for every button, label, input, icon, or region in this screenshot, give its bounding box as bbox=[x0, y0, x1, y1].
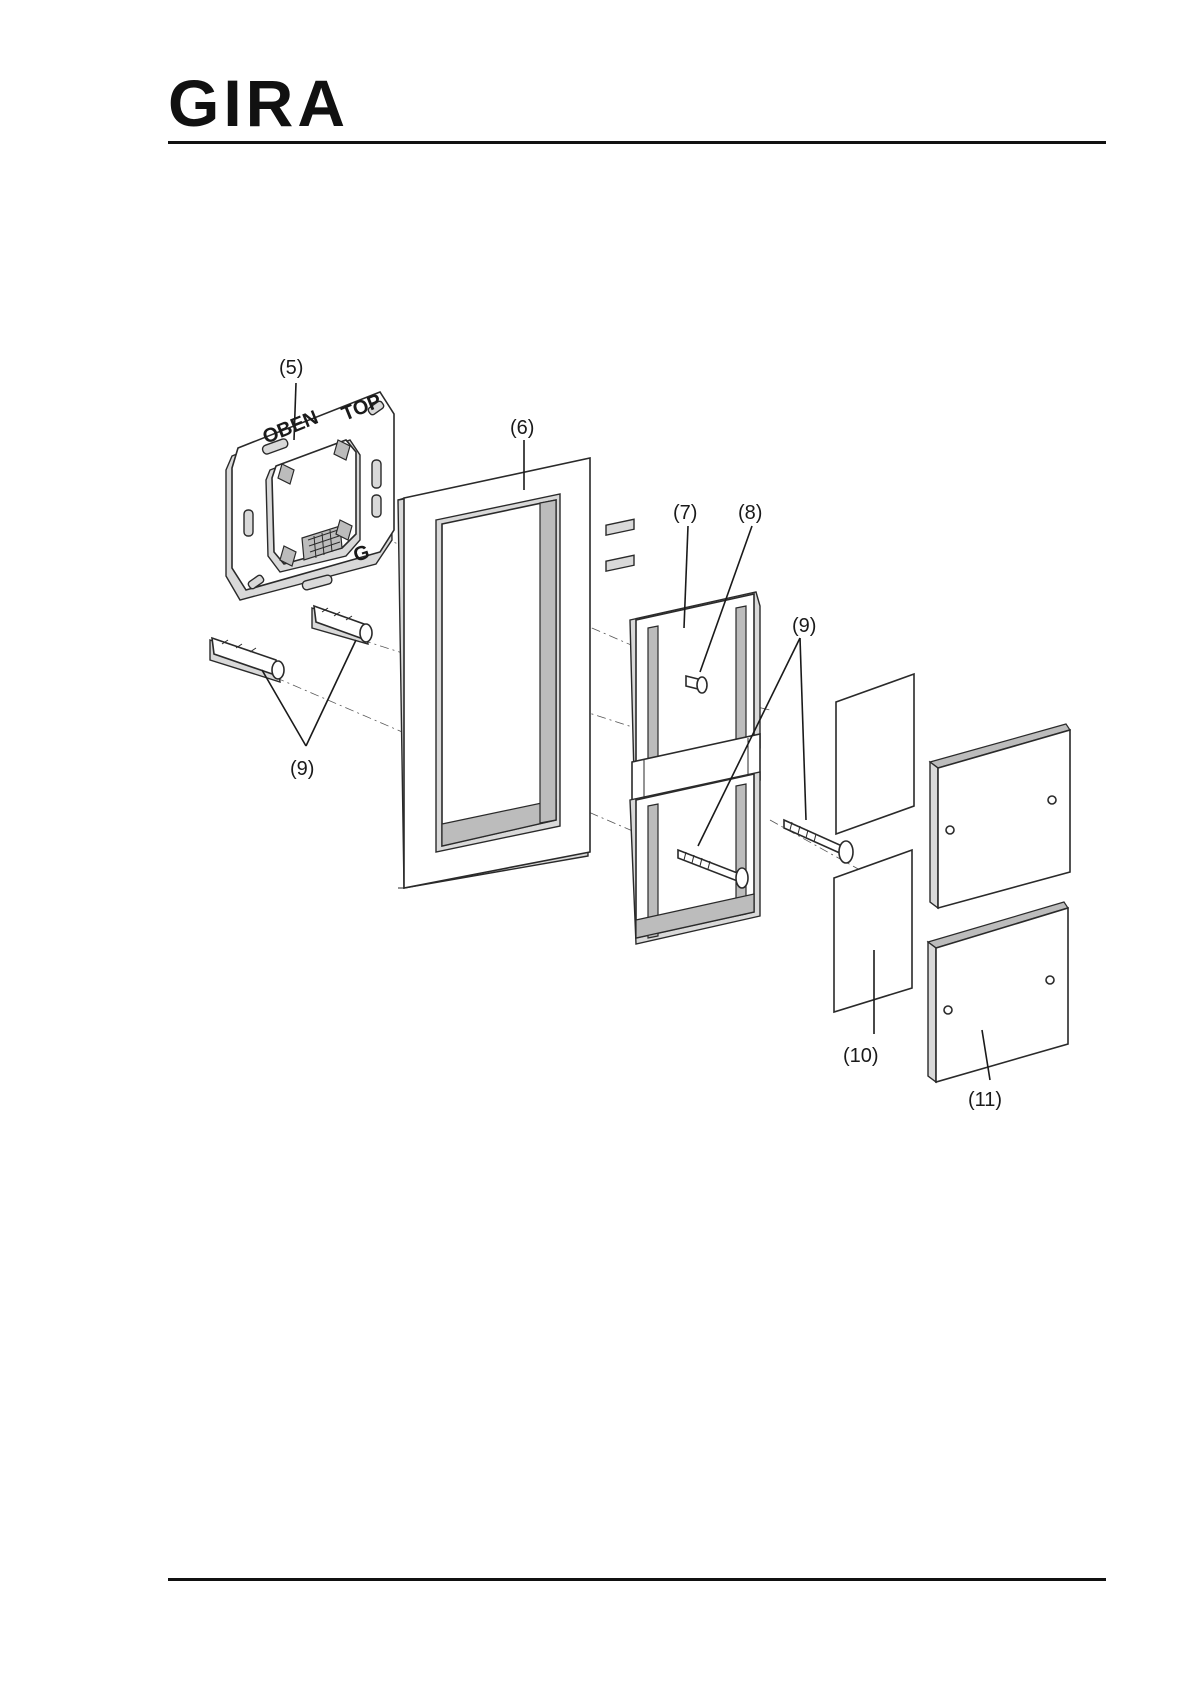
callout-9-right: (9) bbox=[792, 615, 816, 637]
callout-7: (7) bbox=[673, 502, 697, 524]
callout-9-left: (9) bbox=[290, 758, 314, 780]
callout-11: (11) bbox=[968, 1089, 1002, 1111]
insert-plate-upper bbox=[836, 674, 914, 834]
wall-plug-upper bbox=[312, 606, 372, 644]
insert-plate-lower bbox=[834, 850, 912, 1012]
callout-5: (5) bbox=[279, 357, 303, 379]
cover-plate-lower bbox=[928, 902, 1068, 1082]
intermediate-frame-upper bbox=[606, 519, 760, 776]
callout-8: (8) bbox=[738, 502, 762, 524]
mounting-support-ring: OBEN TOP G bbox=[226, 390, 394, 600]
footer-rule bbox=[168, 1578, 1106, 1581]
wall-plug-lower bbox=[210, 638, 284, 682]
cover-plate-upper bbox=[930, 724, 1070, 908]
callout-6: (6) bbox=[510, 417, 534, 439]
cover-frame bbox=[398, 458, 590, 888]
callout-10: (10) bbox=[843, 1045, 879, 1067]
